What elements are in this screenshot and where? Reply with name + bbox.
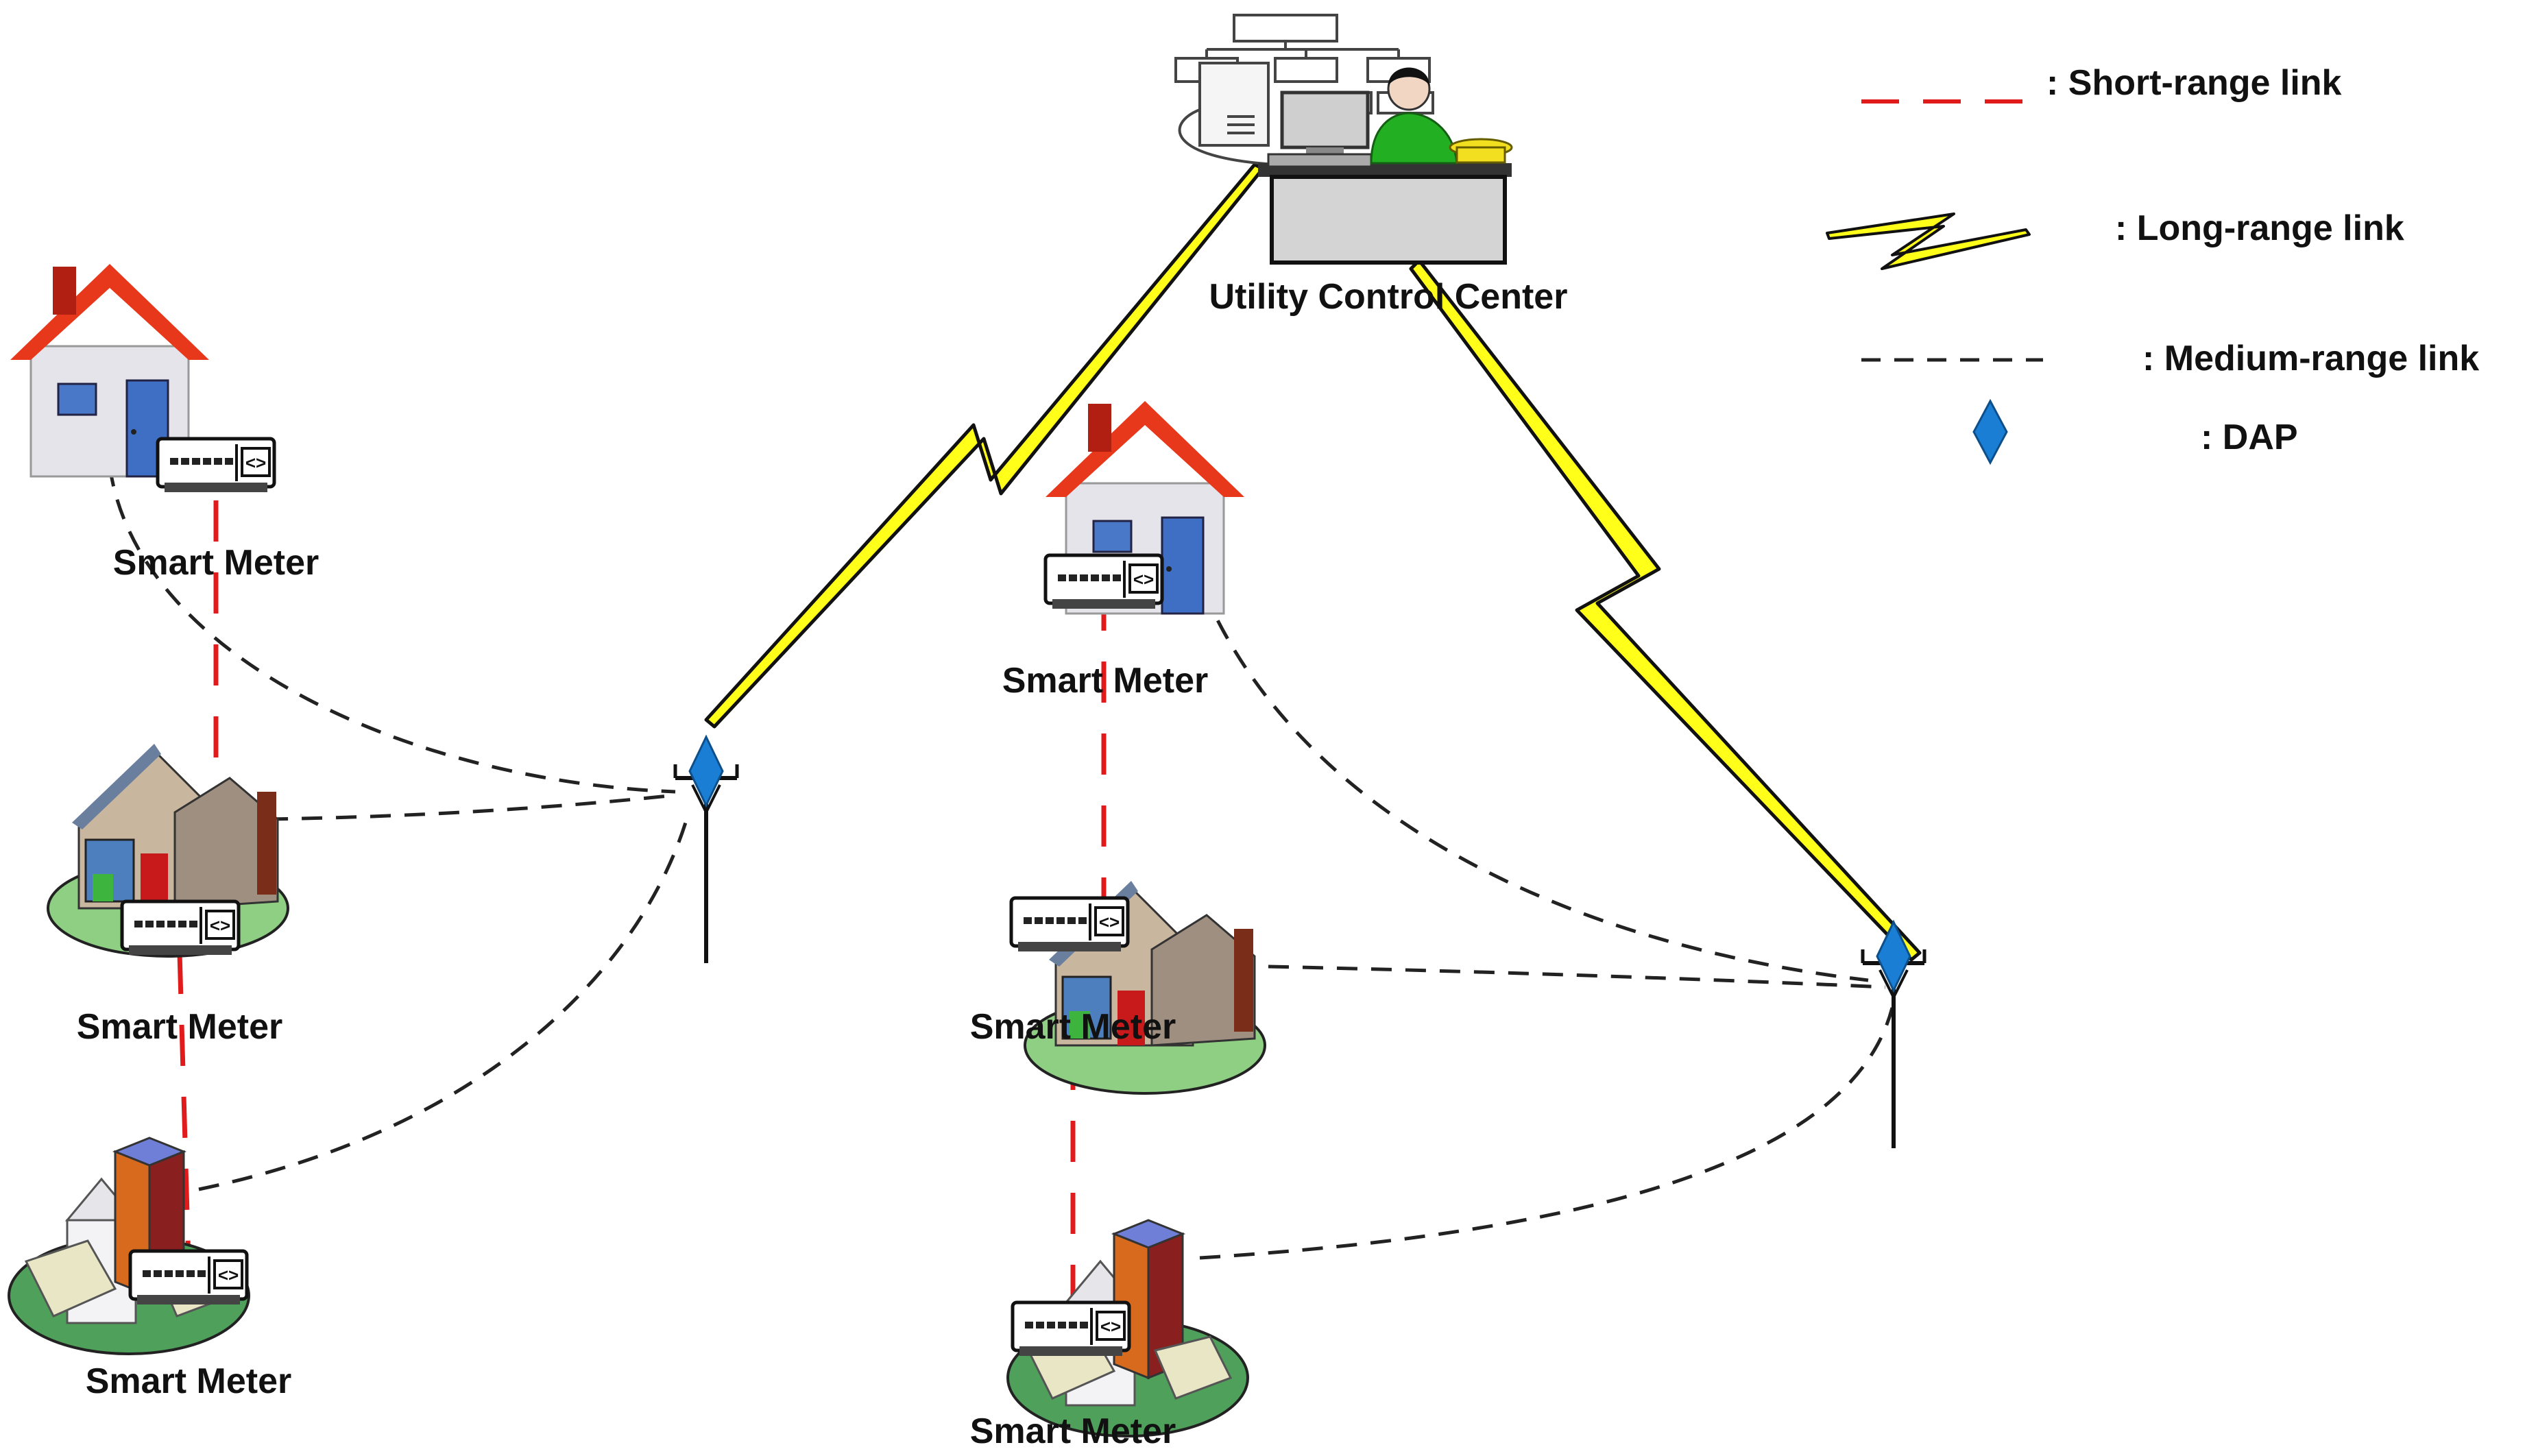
desk-icon <box>1258 163 1512 265</box>
medium-link-m2-dap1 <box>267 793 676 821</box>
smart-meter-label: Smart Meter <box>970 1007 1176 1047</box>
smart-meter-icon <box>158 439 274 492</box>
dap-swatch-icon <box>1972 398 2008 465</box>
medium-link-m4-dap2 <box>1201 589 1869 982</box>
smart-meter-icon <box>122 901 239 955</box>
legend: : Short-range link : Long-range link : M… <box>1826 63 2479 465</box>
medium-link-m5-dap2 <box>1268 964 1886 989</box>
legend-item-dap: : DAP <box>1972 398 2298 465</box>
office-building-icon <box>8 1137 250 1355</box>
legend-long-range-label: : Long-range link <box>2115 208 2404 248</box>
medium-link-m1-dap1 <box>108 465 676 794</box>
legend-dap-label: : DAP <box>2201 417 2298 457</box>
utility-control-center: Utility Control Center <box>1174 14 1568 317</box>
smart-meter-label: Smart Meter <box>113 543 319 583</box>
control-center-label: Utility Control Center <box>1209 277 1568 317</box>
medium-link-m6-dap2 <box>1199 1007 1894 1260</box>
legend-item-long-range: : Long-range link <box>1826 208 2404 270</box>
smart-meter-label: Smart Meter <box>1002 661 1209 701</box>
node-meter-1: Smart Meter <box>9 263 319 583</box>
legend-short-range-label: : Short-range link <box>2046 63 2342 103</box>
smart-meter-icon <box>1013 1302 1129 1356</box>
node-meter-5: Smart Meter <box>970 879 1266 1095</box>
short-range-links <box>177 500 1107 1302</box>
legend-medium-range-label: : Medium-range link <box>2142 339 2479 378</box>
long-range-swatch <box>1826 213 2031 270</box>
smart-meter-label: Smart Meter <box>86 1361 292 1401</box>
long-range-link-right <box>1409 258 1922 962</box>
medium-range-links <box>108 465 1894 1260</box>
smart-meter-label: Smart Meter <box>970 1411 1176 1451</box>
legend-item-short-range: : Short-range link <box>1861 63 2342 104</box>
node-meter-3: Smart Meter <box>8 1137 292 1401</box>
smart-meter-icon <box>1011 898 1128 951</box>
dap-tower-left <box>675 737 737 963</box>
node-meter-6: Smart Meter <box>970 1219 1249 1451</box>
medium-link-m3-dap1 <box>198 822 688 1191</box>
smart-meter-label: Smart Meter <box>77 1007 283 1047</box>
short-link-left-lower <box>177 952 191 1262</box>
smart-meter-icon <box>1046 555 1162 609</box>
node-meter-4: Smart Meter <box>1002 400 1246 701</box>
phone-icon <box>1449 138 1513 164</box>
legend-item-medium-range: : Medium-range link <box>1861 339 2479 378</box>
monitor-icon <box>1267 90 1373 168</box>
smart-meter-icon <box>130 1251 247 1305</box>
node-meter-2: Smart Meter <box>47 742 289 1047</box>
operator-icon <box>1370 67 1458 165</box>
server-icon <box>1178 62 1276 166</box>
